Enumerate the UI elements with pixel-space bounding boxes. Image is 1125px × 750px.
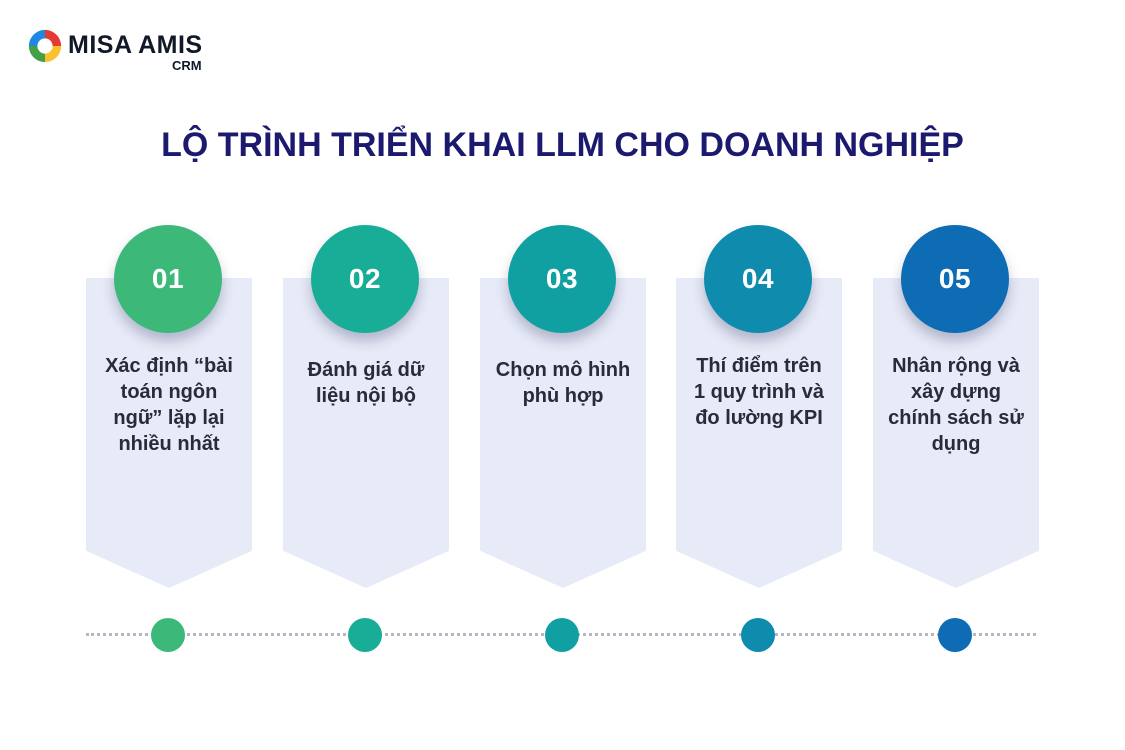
timeline-dot-04 [741,618,775,652]
page-title: LỘ TRÌNH TRIỂN KHAI LLM CHO DOANH NGHIỆP [161,126,964,164]
step-card-01: 01 Xác định “bài toán ngôn ngữ” lặp lại … [86,225,252,590]
timeline-dot-02 [348,618,382,652]
step-card-03: 03 Chọn mô hình phù hợp [480,225,646,590]
step-number-badge: 01 [114,225,222,333]
step-description: Thí điểm trên 1 quy trình và đo lường KP… [693,355,825,429]
step-number-badge: 04 [704,225,812,333]
step-description: Xác định “bài toán ngôn ngữ” lặp lại nhi… [105,355,233,455]
timeline-dot-05 [938,618,972,652]
step-number: 02 [348,263,382,294]
step-number-badge: 03 [508,225,616,333]
misa-logo-icon [28,29,62,63]
brand-sub: CRM [172,58,202,73]
timeline-dot-03 [545,618,579,652]
step-number: 05 [938,263,972,294]
step-number-badge: 05 [901,225,1009,333]
timeline-dot-01 [151,618,185,652]
step-number: 01 [151,263,185,294]
step-number-badge: 02 [311,225,419,333]
step-number: 03 [545,263,579,294]
step-number: 04 [741,263,775,294]
step-card-02: 02 Đánh giá dữ liệu nội bộ [283,225,449,590]
step-card-04: 04 Thí điểm trên 1 quy trình và đo lường… [676,225,842,590]
brand-name: MISA AMIS [68,31,203,59]
step-description: Chọn mô hình phù hợp [495,359,631,407]
step-description: Đánh giá dữ liệu nội bộ [307,359,425,407]
step-description: Nhân rộng và xây dựng chính sách sử dụng [888,355,1024,455]
step-card-05: 05 Nhân rộng và xây dựng chính sách sử d… [873,225,1039,590]
